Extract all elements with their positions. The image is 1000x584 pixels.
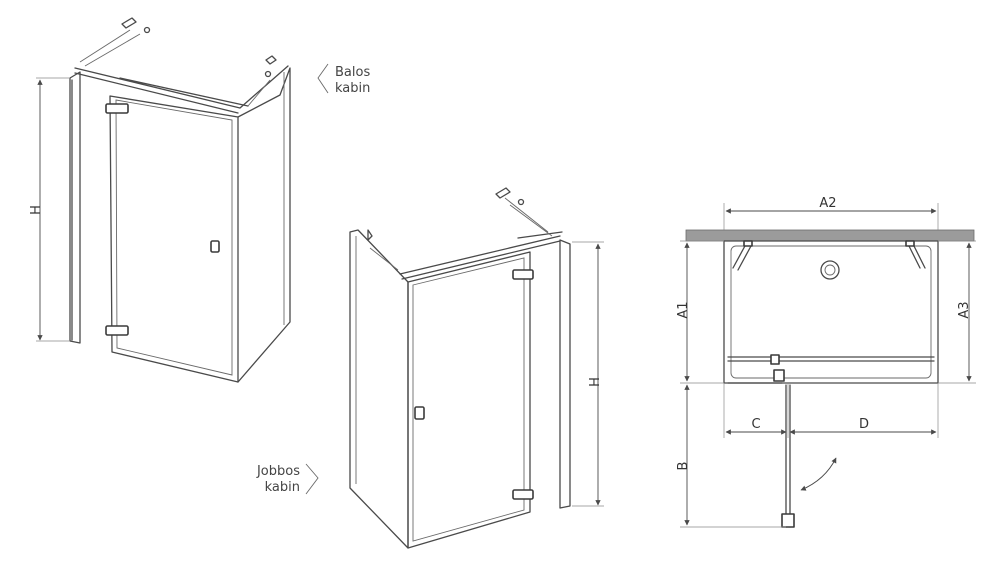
plan-a3-label: A3 xyxy=(957,301,972,318)
right-cabin-hinge-bottom xyxy=(512,489,534,500)
right-cabin-handle xyxy=(414,406,425,420)
left-cabin-caption-line1: Balos xyxy=(335,65,370,80)
left-cabin-side-panel xyxy=(69,71,81,344)
plan-shower-tray xyxy=(723,240,939,384)
right-cabin-top-rail xyxy=(399,231,563,280)
left-cabin-caption-chevron xyxy=(317,63,329,94)
left-cabin-top-rail xyxy=(74,65,289,114)
plan-b-label: B xyxy=(676,462,691,471)
plan-a2-label: A2 xyxy=(819,196,836,211)
right-cabin-caption-line2: kabin xyxy=(265,480,300,495)
plan-front-glass xyxy=(727,356,935,384)
left-cabin-handle xyxy=(210,240,220,253)
right-cabin-caption-chevron xyxy=(305,463,319,495)
left-cabin-drawing: H Balos kabin xyxy=(29,17,370,383)
left-cabin-height-label: H xyxy=(29,205,44,215)
right-cabin-drawing: H Jobbos kabin xyxy=(256,187,604,549)
plan-support-bars xyxy=(732,243,926,271)
plan-view-drawing: A2 A1 A3 C D B xyxy=(676,196,976,528)
right-cabin-side-panel xyxy=(349,229,409,549)
left-cabin-caption-line2: kabin xyxy=(335,81,370,96)
plan-drain xyxy=(820,260,840,280)
right-cabin-wall-profile xyxy=(559,239,571,509)
right-cabin-door-panel xyxy=(407,251,531,549)
left-cabin-right-panel xyxy=(237,67,291,383)
plan-door-swing-arc xyxy=(800,457,837,491)
plan-a1-label: A1 xyxy=(676,301,691,318)
plan-open-door xyxy=(785,384,791,528)
right-cabin-height-label: H xyxy=(588,377,603,387)
left-cabin-hinge-bottom xyxy=(105,325,129,336)
left-cabin-hinge-top xyxy=(105,103,129,114)
right-cabin-hinge-top xyxy=(512,269,534,280)
plan-d-label: D xyxy=(859,417,869,432)
plan-wall xyxy=(685,229,975,242)
left-cabin-door-panel xyxy=(109,95,239,383)
plan-c-label: C xyxy=(751,417,760,432)
right-cabin-caption-line1: Jobbos xyxy=(256,464,300,479)
